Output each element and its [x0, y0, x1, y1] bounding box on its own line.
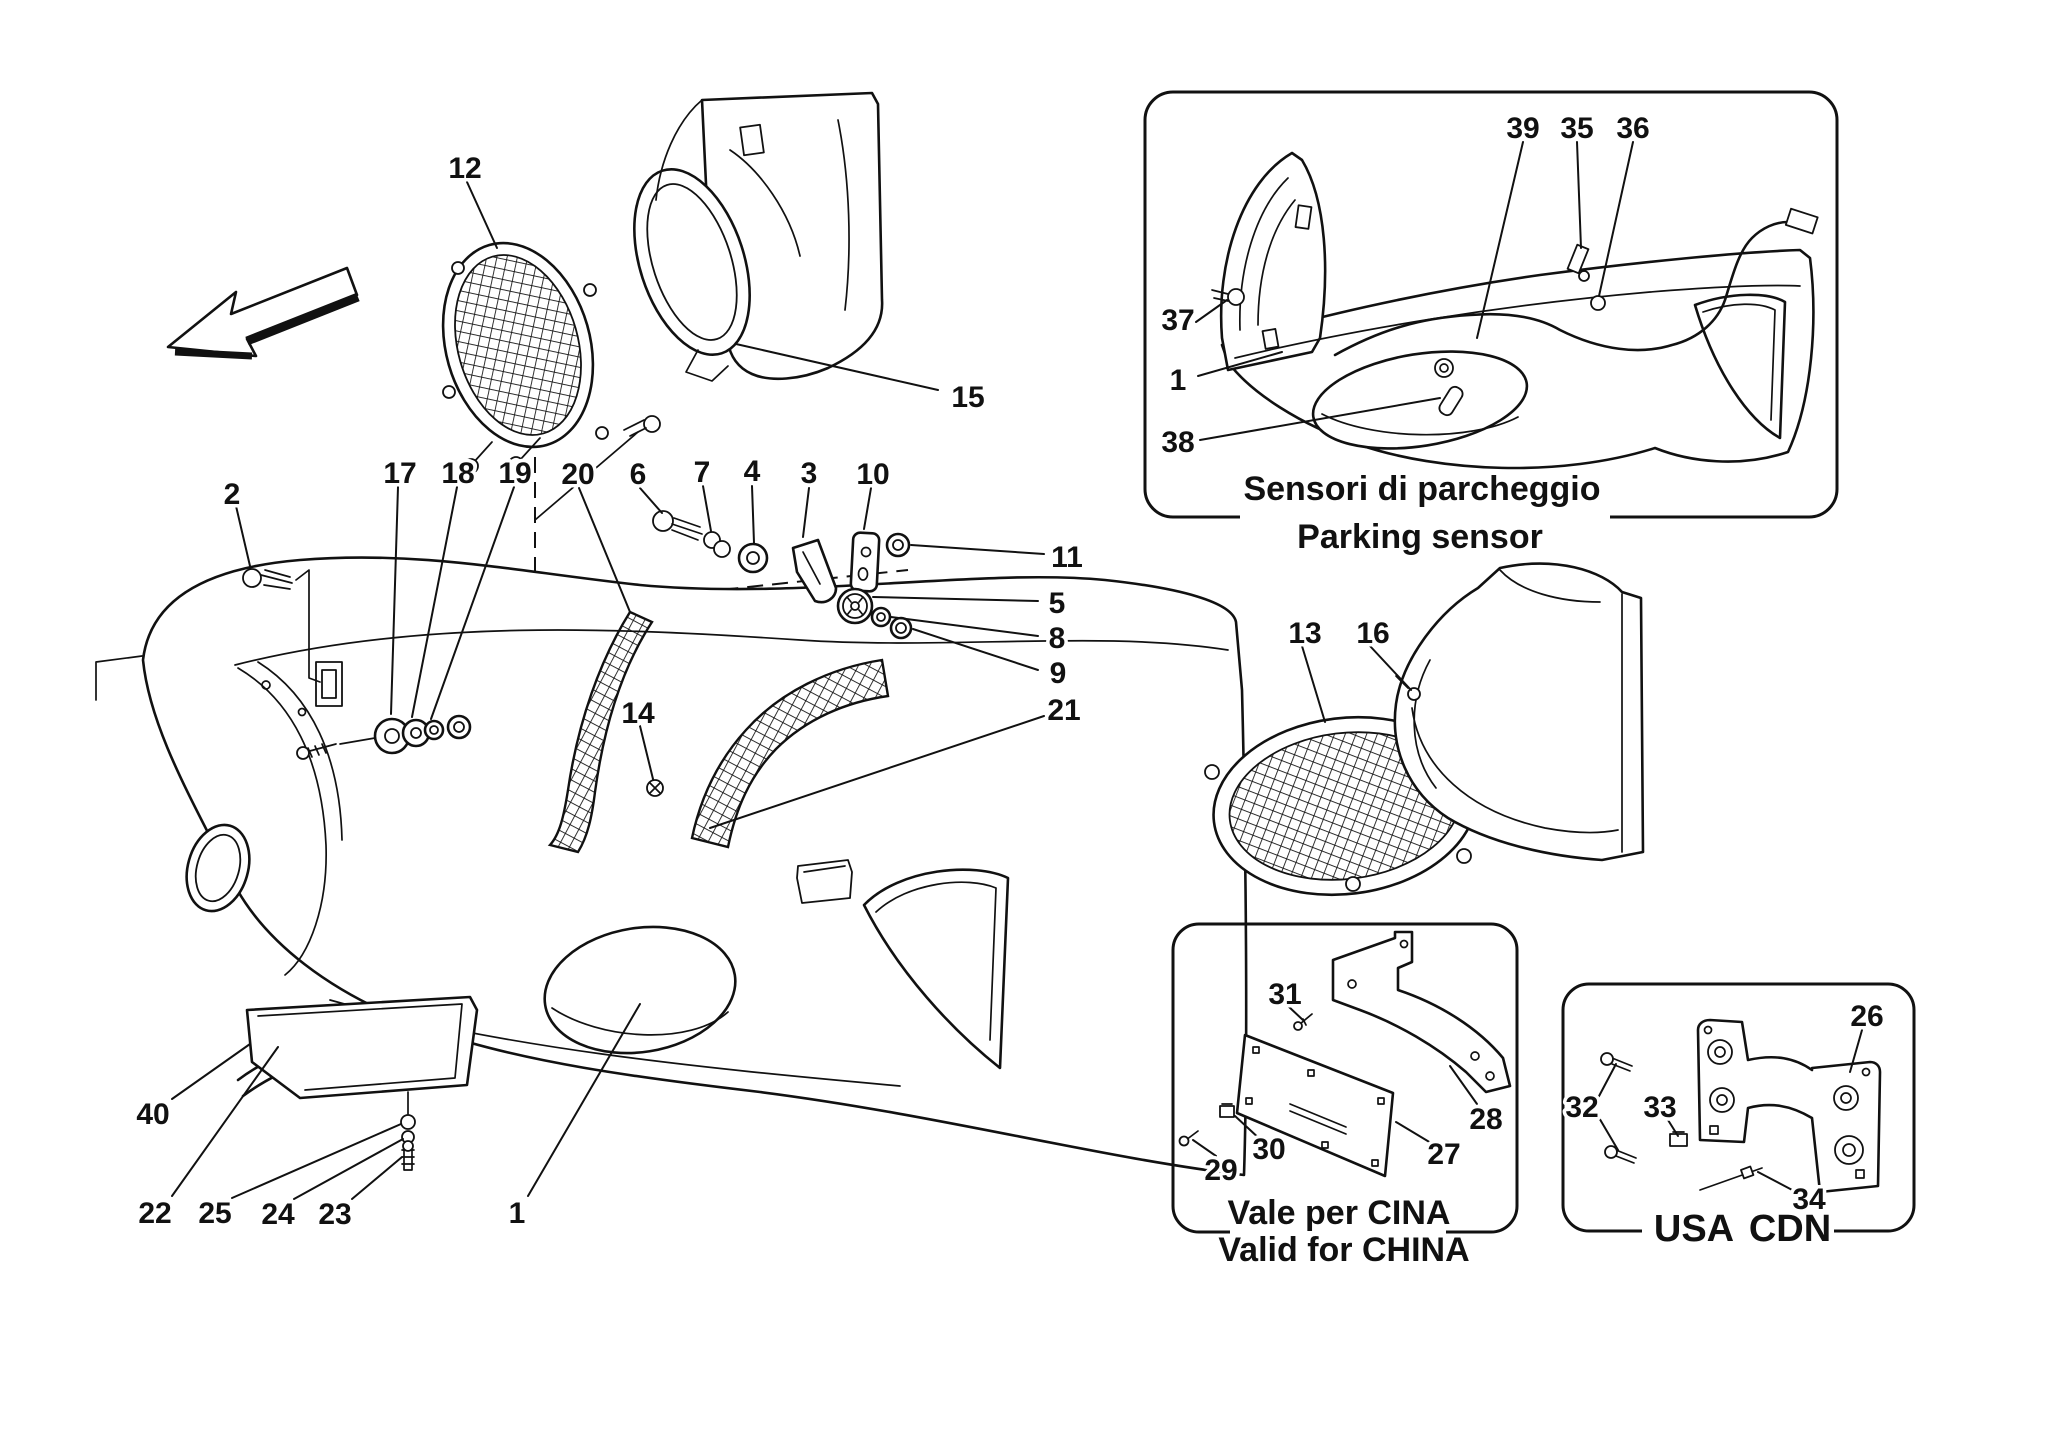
parking-leader-lines — [1195, 141, 1634, 441]
front-bumper — [95, 556, 1248, 1177]
callout-34: 34 — [1792, 1183, 1826, 1216]
side-mesh-21 — [690, 658, 890, 849]
bolt-2 — [242, 568, 321, 683]
callout-35: 35 — [1560, 112, 1593, 145]
callout-28: 28 — [1469, 1103, 1502, 1136]
callout-31: 31 — [1268, 978, 1301, 1011]
callout-3: 3 — [801, 457, 818, 490]
cdn-title: CDN — [1749, 1208, 1831, 1250]
callout-23: 23 — [318, 1198, 351, 1231]
china-title-italian: Vale per CINA — [1228, 1194, 1451, 1232]
sensor-38 — [1438, 385, 1464, 417]
clip-33 — [1669, 1133, 1688, 1147]
callout-25: 25 — [198, 1197, 231, 1230]
callout-1: 1 — [509, 1197, 526, 1230]
inset-parking-sensor: Sensori di parcheggio Parking sensor 39 … — [1143, 90, 1839, 560]
plate-27 — [1235, 1033, 1395, 1178]
side-mesh-20 — [547, 610, 654, 854]
callout-12: 12 — [448, 152, 481, 185]
callout-30: 30 — [1252, 1133, 1285, 1166]
callout-24: 24 — [261, 1198, 295, 1231]
callout-6: 6 — [630, 458, 647, 491]
callout-37: 37 — [1161, 304, 1194, 337]
callout-5: 5 — [1049, 587, 1066, 620]
callout-17: 17 — [383, 457, 416, 490]
callout-22: 22 — [138, 1197, 171, 1230]
callout-27: 27 — [1427, 1138, 1460, 1171]
undertray — [236, 995, 479, 1171]
china-leader-lines — [1192, 1005, 1478, 1157]
callout-10: 10 — [856, 458, 889, 491]
usa-bracket-drawing — [1600, 1018, 1882, 1194]
grille-mesh-12 — [441, 241, 661, 521]
callout-26: 26 — [1850, 1000, 1883, 1033]
grille-12-screws — [595, 415, 661, 440]
screw-14 — [646, 779, 664, 797]
china-title-english: Valid for CHINA — [1218, 1231, 1469, 1269]
callout-20: 20 — [561, 458, 594, 491]
callout-9: 9 — [1050, 657, 1067, 690]
hardware-row — [652, 510, 913, 640]
callout-13: 13 — [1288, 617, 1321, 650]
leader-lines — [171, 181, 1412, 1200]
washer-stack — [296, 714, 472, 760]
sensor-35 — [1566, 243, 1590, 275]
callout-29: 29 — [1204, 1154, 1237, 1187]
parking-title-english: Parking sensor — [1297, 518, 1543, 556]
callout-14: 14 — [621, 697, 655, 730]
wheelarch-liner-16 — [1393, 562, 1645, 862]
bolt-37 — [1227, 288, 1245, 306]
callout-16: 16 — [1356, 617, 1389, 650]
callout-21: 21 — [1047, 694, 1080, 727]
callout-15: 15 — [951, 381, 984, 414]
main-callouts: 12 15 2 17 18 19 20 6 7 4 3 10 11 5 8 9 … — [133, 149, 1393, 1235]
inset-usa-cdn: USA CDN 26 32 33 34 — [1561, 982, 1916, 1254]
callout-32: 32 — [1565, 1091, 1598, 1124]
inset-china-plate: Vale per CINA Valid for CHINA 31 28 27 3… — [1171, 922, 1519, 1273]
usa-leader-lines — [1597, 1029, 1863, 1193]
brake-duct-15 — [633, 91, 884, 382]
screw-32b — [1615, 1149, 1637, 1164]
callout-7: 7 — [694, 456, 711, 489]
callout-39: 39 — [1506, 112, 1539, 145]
parking-title-italian: Sensori di parcheggio — [1243, 470, 1600, 508]
callout-1-parking: 1 — [1170, 364, 1187, 397]
callout-40: 40 — [136, 1098, 169, 1131]
nut-36 — [1590, 295, 1606, 311]
callout-8: 8 — [1049, 622, 1066, 655]
callout-36: 36 — [1616, 112, 1649, 145]
callout-11: 11 — [1051, 541, 1083, 574]
callout-19: 19 — [498, 457, 531, 490]
callout-33: 33 — [1643, 1091, 1676, 1124]
bracket-3 — [791, 538, 838, 604]
callout-4: 4 — [744, 455, 761, 488]
plate-10 — [849, 531, 881, 593]
parking-bumper-drawing — [1211, 151, 1819, 470]
china-drawing — [1178, 930, 1512, 1178]
callout-2: 2 — [224, 478, 241, 511]
callout-38: 38 — [1161, 426, 1194, 459]
nut-30 — [1219, 1105, 1235, 1118]
callout-18: 18 — [441, 457, 474, 490]
usa-title: USA — [1654, 1208, 1734, 1250]
direction-arrow-icon — [166, 266, 360, 360]
